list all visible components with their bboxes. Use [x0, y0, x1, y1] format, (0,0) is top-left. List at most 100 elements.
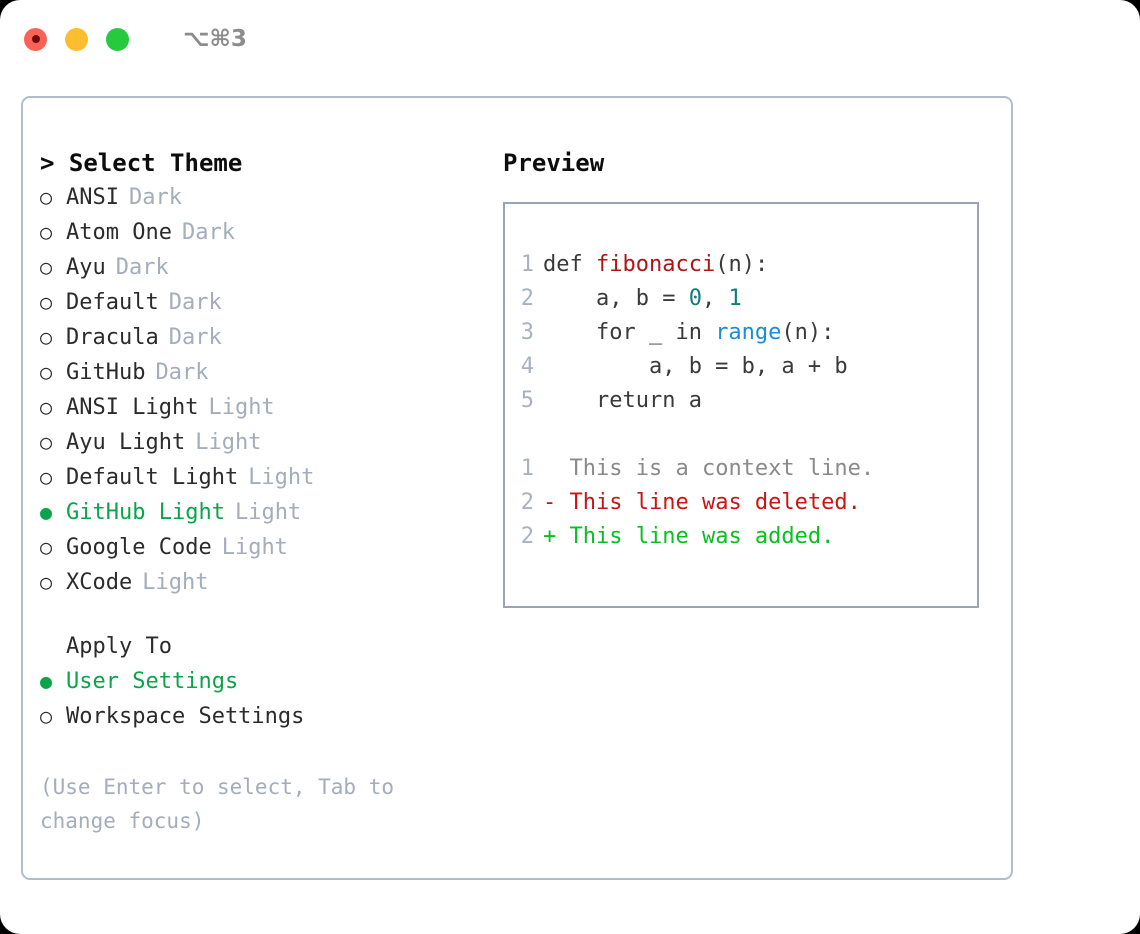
code-token: 0 [688, 286, 702, 311]
diff-line: 1 This is a context line. [505, 452, 977, 486]
radio-unselected-icon: ○ [40, 325, 53, 349]
theme-option-label: Dracula [66, 325, 159, 350]
code-line-content: for _ in range(n): [543, 316, 834, 350]
code-line: 4 a, b = b, a + b [505, 350, 977, 384]
code-token: (n): [715, 252, 769, 277]
radio-unselected-icon: ○ [40, 185, 53, 209]
diff-line-number: 2 [520, 524, 534, 549]
code-token: a, b = [543, 286, 689, 311]
theme-variant-badge: Light [142, 570, 209, 595]
theme-option-label: GitHub [66, 360, 146, 385]
theme-variant-badge: Dark [155, 360, 209, 385]
diff-line-content: This is a context line. [569, 456, 875, 481]
radio-unselected-icon: ○ [40, 570, 53, 594]
line-number: 1 [520, 252, 534, 277]
theme-option-ansi-light[interactable]: ○ ANSI Light Light [40, 390, 503, 425]
theme-variant-badge: Light [248, 465, 315, 490]
apply-to-option-workspace-settings[interactable]: ○ Workspace Settings [40, 699, 503, 734]
diff-marker: + [543, 524, 570, 549]
diff-sample: 1 This is a context line.2- This line wa… [505, 452, 977, 554]
diff-line-number: 1 [520, 456, 534, 481]
diff-line-content: This line was added. [569, 524, 835, 549]
apply-to-option-user-settings[interactable]: ●User Settings [40, 664, 503, 699]
code-token: for _ in [543, 320, 716, 345]
theme-option-dracula[interactable]: ○ Dracula Dark [40, 320, 503, 355]
code-token: a, b = b, a + b [543, 354, 848, 379]
radio-unselected-icon: ○ [40, 360, 53, 384]
radio-selected-icon: ● [40, 669, 53, 693]
theme-option-label: Google Code [66, 535, 212, 560]
radio-unselected-icon: ○ [40, 255, 53, 279]
code-token: , [701, 286, 729, 311]
theme-option-xcode[interactable]: ○ XCode Light [40, 565, 503, 600]
maximize-window-icon[interactable] [106, 27, 129, 51]
line-number: 3 [520, 320, 534, 345]
theme-option-ansi[interactable]: ○ ANSI Dark [40, 180, 503, 215]
theme-variant-badge: Dark [168, 325, 222, 350]
code-line: 3 for _ in range(n): [505, 316, 977, 350]
radio-unselected-icon: ○ [40, 395, 53, 419]
line-number: 5 [520, 388, 534, 413]
code-diff-spacer [505, 418, 977, 452]
theme-option-label: Ayu [66, 255, 106, 280]
diff-marker: - [543, 490, 570, 515]
theme-option-label: GitHub Light [66, 500, 225, 525]
theme-option-label: Ayu Light [66, 430, 186, 455]
radio-unselected-icon: ○ [40, 535, 53, 559]
code-line-content: return a [543, 384, 702, 418]
theme-variant-badge: Dark [181, 220, 235, 245]
code-line: 1 def fibonacci(n): [505, 248, 977, 282]
apply-to-option-label: Workspace Settings [66, 704, 305, 729]
code-token: 1 [728, 286, 742, 311]
close-dot-icon [31, 35, 40, 43]
theme-variant-badge: Light [208, 395, 275, 420]
code-token: (n): [781, 320, 835, 345]
theme-option-label: XCode [66, 570, 133, 595]
code-token: def [543, 252, 596, 277]
code-token: return a [543, 388, 702, 413]
theme-variant-badge: Dark [128, 185, 182, 210]
theme-option-label: ANSI [66, 185, 119, 210]
apply-to-heading: Apply To [66, 634, 172, 659]
radio-unselected-icon: ○ [40, 430, 53, 454]
code-line-content: def fibonacci(n): [543, 248, 768, 282]
diff-line-content: This line was deleted. [569, 490, 861, 515]
radio-unselected-icon: ○ [40, 704, 53, 728]
diff-line-number: 2 [520, 490, 534, 515]
code-line: 5 return a [505, 384, 977, 418]
theme-option-github-light[interactable]: ● GitHub Light Light [40, 495, 503, 530]
select-theme-heading: > Select Theme [40, 149, 243, 177]
theme-option-label: Atom One [66, 220, 172, 245]
theme-option-label: ANSI Light [66, 395, 199, 420]
apply-to-section: Apply To ●User Settings ○ Workspace Settin… [40, 630, 503, 734]
theme-variant-badge: Light [234, 500, 302, 525]
radio-unselected-icon: ○ [40, 465, 53, 489]
code-line: 2 a, b = 0, 1 [505, 282, 977, 316]
theme-option-atom-one[interactable]: ○ Atom One Dark [40, 215, 503, 250]
radio-unselected-icon: ○ [40, 220, 53, 244]
keyboard-shortcut-label: ⌥⌘3 [183, 26, 247, 52]
minimize-window-icon[interactable] [65, 27, 88, 51]
line-number: 2 [520, 286, 534, 311]
code-token: fibonacci [595, 252, 716, 277]
theme-option-label: Default [66, 290, 159, 315]
diff-line: 2- This line was deleted. [505, 486, 977, 520]
apply-to-list: ●User Settings ○ Workspace Settings [40, 664, 503, 734]
radio-unselected-icon: ○ [40, 290, 53, 314]
close-window-icon[interactable] [24, 27, 47, 51]
radio-selected-icon: ● [40, 500, 53, 524]
theme-option-github[interactable]: ○ GitHub Dark [40, 355, 503, 390]
title-bar: ⌥⌘3 [0, 0, 1140, 78]
